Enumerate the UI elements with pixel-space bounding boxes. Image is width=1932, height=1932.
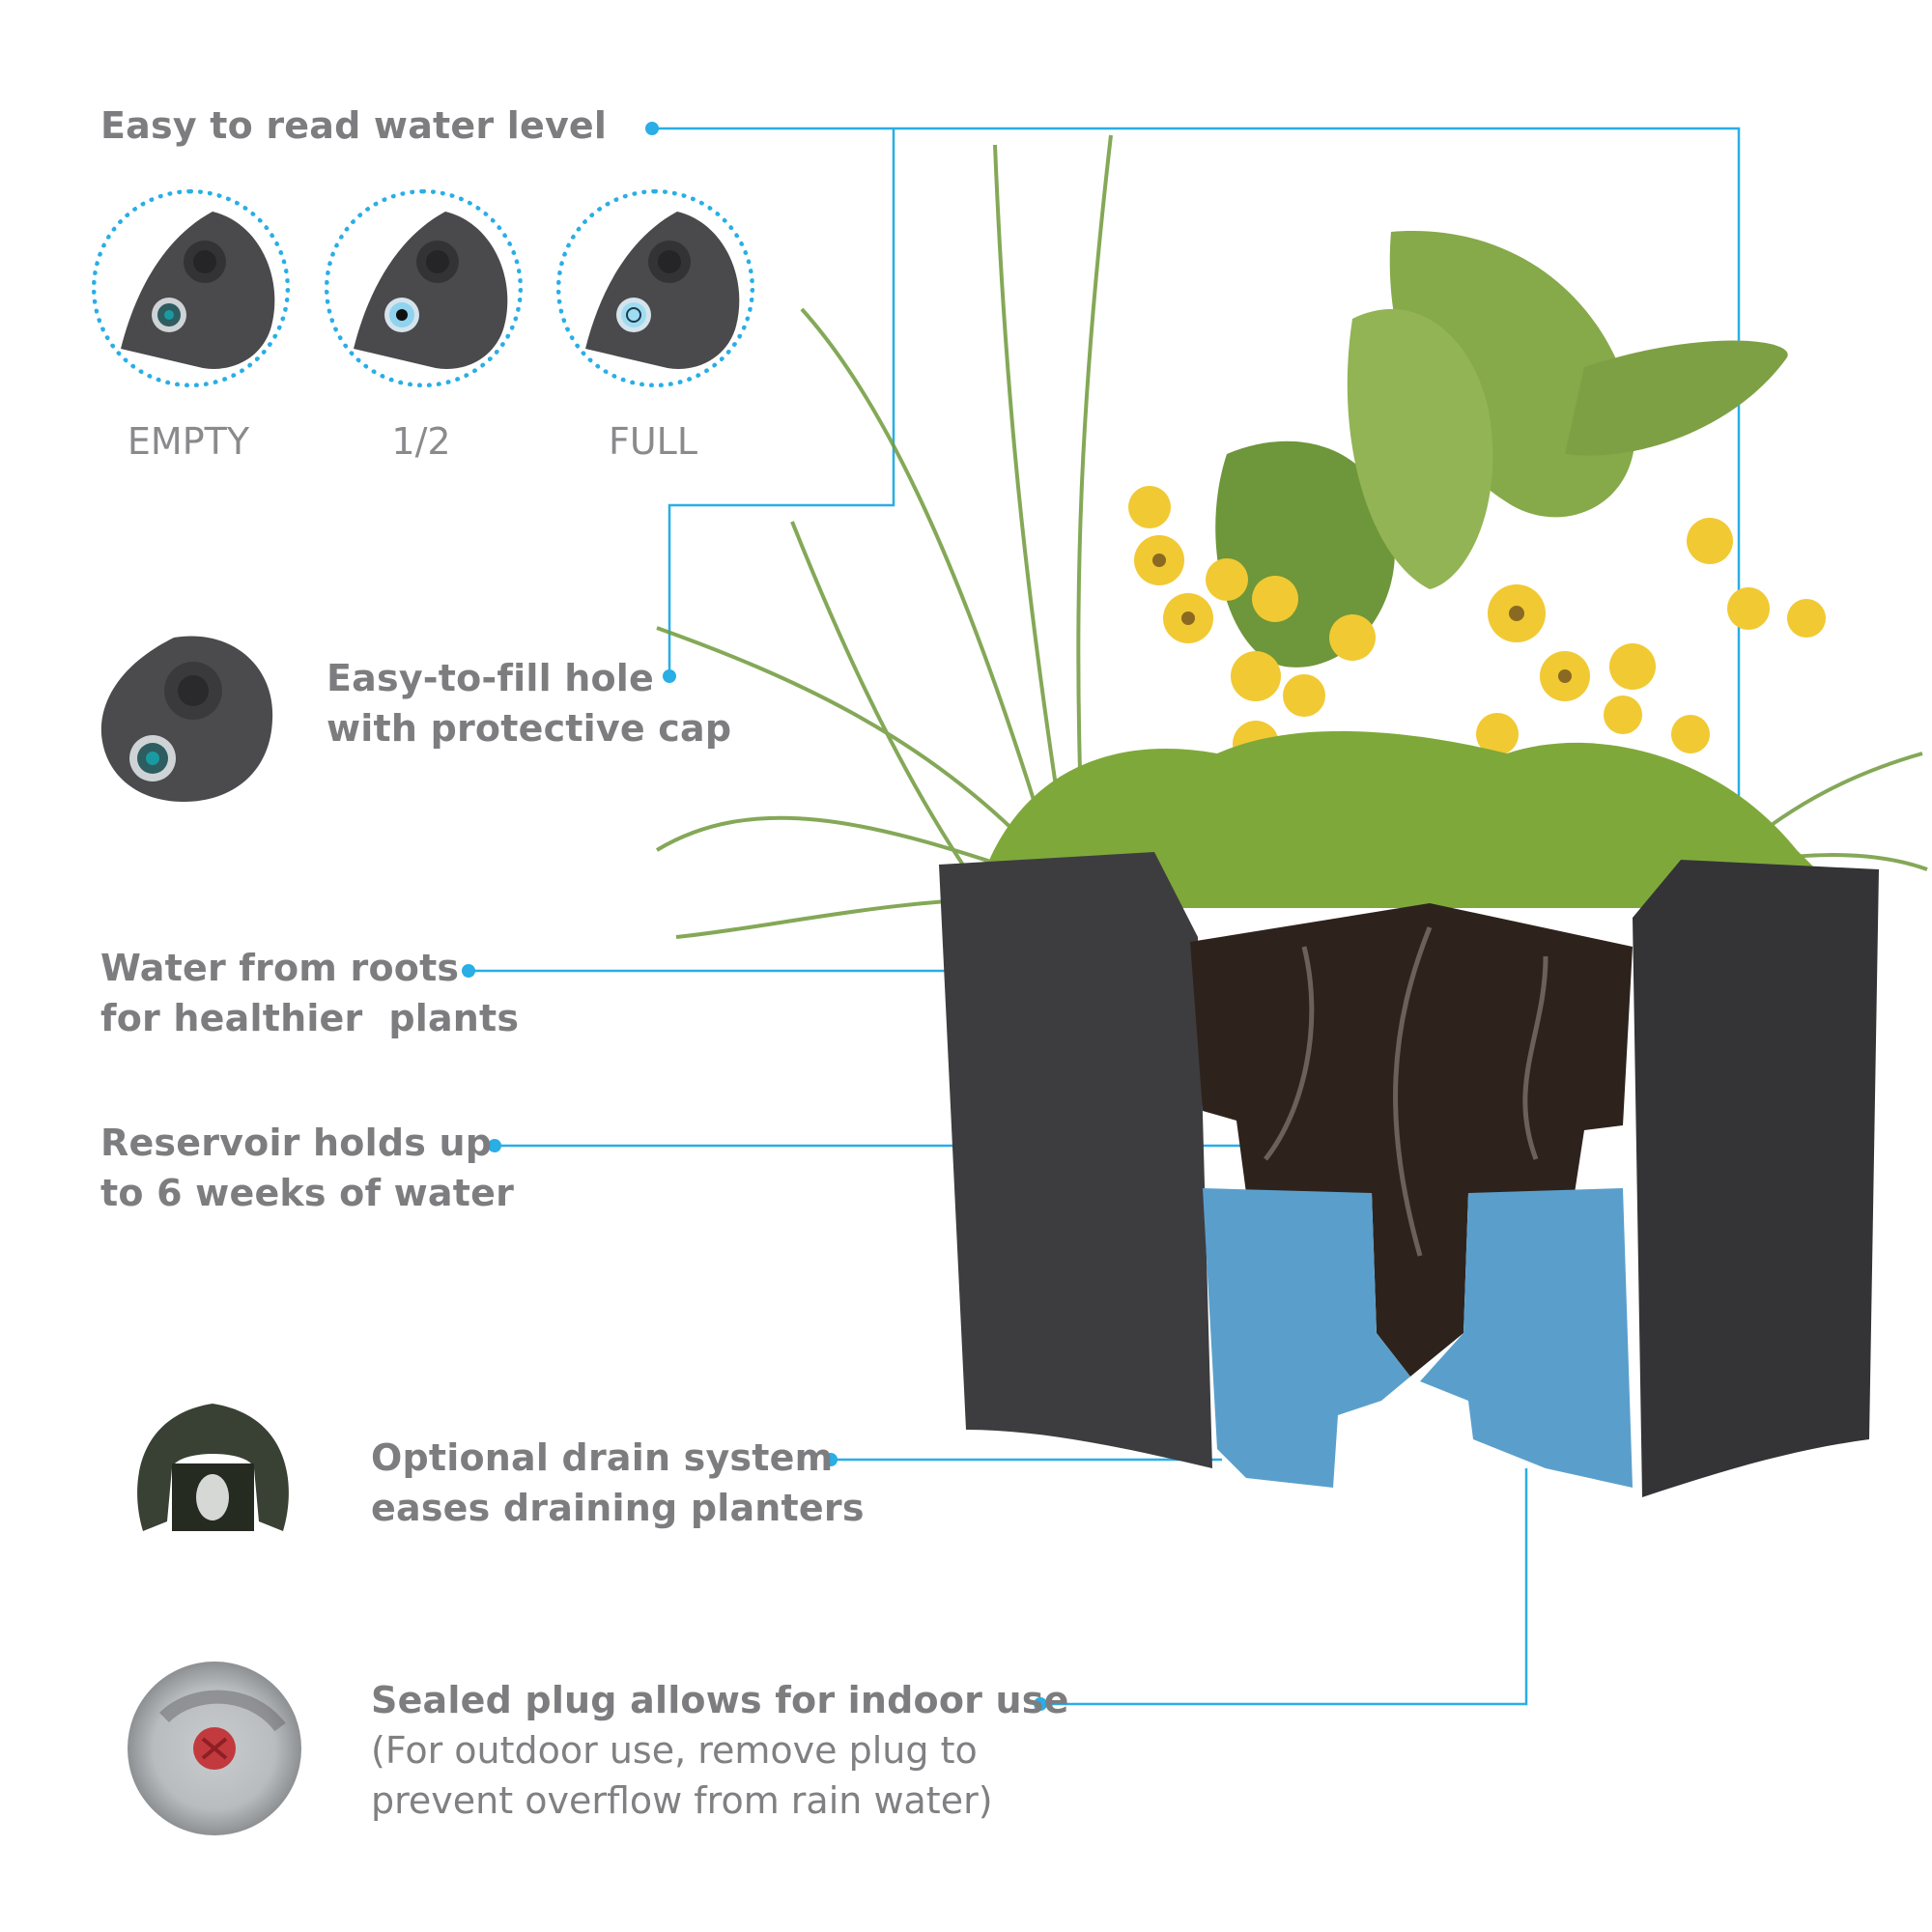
roots-dot [462,964,475,978]
water-level-heading: Easy to read water level [100,104,608,147]
feature-plug: Sealed plug allows for indoor use (For o… [371,1675,1069,1826]
feature-plug-line1: Sealed plug allows for indoor use [371,1679,1069,1721]
feature-drain-line2: eases draining planters [371,1487,865,1529]
drain-system-icon [137,1404,289,1531]
plug-connector [1040,1468,1528,1706]
feature-reservoir-line1: Reservoir holds up [100,1122,493,1164]
indicator-empty: EMPTY [92,189,290,463]
drain-dot [824,1453,838,1466]
indicator-full-icon [556,189,754,387]
water-level-dot [645,122,659,135]
feature-fill-hole-line1: Easy-to-fill hole [327,657,654,699]
feature-fill-hole: Easy-to-fill hole with protective cap [327,653,731,753]
indicator-empty-icon [92,189,290,387]
plug-dot [1034,1697,1047,1711]
sealed-plug-icon [128,1662,301,1835]
water-reservoir-right [1420,1188,1633,1488]
reservoir-dot [488,1139,501,1152]
level-label-empty: EMPTY [127,420,250,463]
water-reservoir-left [1203,1188,1410,1488]
fill-hole-cap-icon [100,636,273,802]
feature-reservoir: Reservoir holds up to 6 weeks of water [100,1118,514,1218]
planter-left-wall [939,852,1212,1468]
feature-drain: Optional drain system eases draining pla… [371,1433,865,1533]
feature-roots-line1: Water from roots [100,947,460,989]
fill-hole-connector [668,128,895,676]
feature-roots: Water from roots for healthier plants [100,943,519,1043]
planter-right-wall [1633,860,1879,1497]
fill-hole-dot [663,669,676,683]
feature-fill-hole-line2: with protective cap [327,707,732,750]
fiddle-leaves [1215,231,1788,668]
feature-roots-line2: for healthier plants [100,997,520,1039]
feature-drain-line1: Optional drain system [371,1436,834,1479]
feature-plug-note1: (For outdoor use, remove plug to [371,1729,978,1772]
feature-reservoir-line2: to 6 weeks of water [100,1172,515,1214]
fern-foliage [985,730,1855,908]
indicator-half: 1/2 [325,189,523,463]
level-label-half: 1/2 [391,420,451,463]
level-label-full: FULL [608,420,697,463]
indicator-full: FULL [556,189,754,463]
soil-cross-section [1190,903,1633,1377]
indicator-half-icon [325,189,523,387]
feature-plug-note2: prevent overflow from rain water) [371,1779,993,1822]
planter-cutaway-illustration [655,134,1928,1497]
plant-roots [1264,926,1548,1257]
